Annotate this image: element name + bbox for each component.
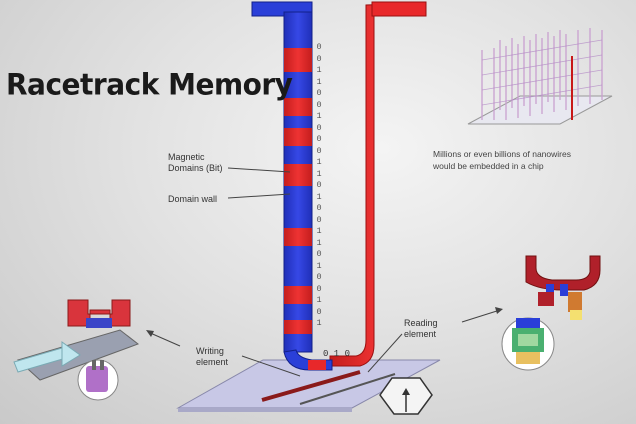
- reading-element-label-line1: Reading: [404, 318, 438, 328]
- slide-title: Racetrack Memory: [6, 67, 293, 102]
- bit-value: 1: [316, 318, 322, 328]
- bit-value: 0: [316, 145, 322, 156]
- bit-value: 1: [316, 260, 322, 271]
- magnetic-domains: [284, 48, 312, 334]
- bottom-domain: [308, 360, 326, 370]
- magnetic-domains-label: Magnetic Domains (Bit): [168, 152, 223, 174]
- nanowire-array: [467, 28, 613, 125]
- writing-element-label-line1: Writing: [196, 346, 224, 356]
- bit-value: 0: [316, 53, 322, 64]
- writing-element-leader: [241, 355, 301, 377]
- nanowire-caption: Millions or even billions of nanowires w…: [433, 148, 593, 172]
- writing-detail-pointer: [147, 331, 181, 347]
- bit-value: 0: [316, 272, 322, 282]
- bit-value: 0: [316, 122, 322, 133]
- base-platform-edge: [178, 408, 352, 412]
- writing-element-label: Writing element: [196, 346, 228, 368]
- bit-value: 1: [316, 65, 322, 75]
- magnetic-domains-leader: [227, 167, 291, 173]
- writing-wire: [261, 370, 361, 402]
- bit-value: 0: [316, 134, 322, 144]
- bit-value: 0: [316, 42, 322, 52]
- reading-detail-pointer-head: [495, 307, 503, 314]
- magnetic-domains-label-line1: Magnetic: [168, 152, 205, 162]
- bit-value: 0: [316, 249, 322, 259]
- reading-element-label-line2: element: [404, 329, 437, 339]
- bit-value: 1: [316, 191, 322, 202]
- bit-value: 0: [316, 283, 322, 294]
- nanowire-caption-line2: would be embedded in a chip: [433, 161, 544, 171]
- reading-detail-pointer: [461, 309, 501, 323]
- bit-value: 0: [316, 203, 322, 213]
- red-racetrack-top-arm: [371, 1, 427, 17]
- bit-value: 1: [316, 76, 322, 87]
- red-racetrack: [329, 2, 425, 367]
- domain-wall-leader: [227, 193, 291, 199]
- bit-value: 1: [316, 157, 322, 167]
- magnetic-domains-label-line2: Domains (Bit): [168, 163, 223, 173]
- nanowire-caption-line1: Millions or even billions of nanowires: [433, 149, 571, 159]
- bit-value: 0: [316, 306, 322, 317]
- bit-value: 1: [316, 111, 322, 121]
- bottom-bit-sequence: 0 1 0: [323, 349, 351, 359]
- writing-element-label-line2: element: [196, 357, 229, 367]
- bit-value: 1: [316, 295, 322, 305]
- bit-value: 0: [316, 214, 322, 225]
- writing-detail-pointer-head: [146, 330, 154, 337]
- bit-value: 1: [316, 237, 322, 248]
- domain-wall-label: Domain wall: [168, 194, 218, 204]
- bit-value: 1: [316, 226, 322, 236]
- reading-element-label: Reading element: [404, 318, 438, 340]
- bit-value: 0: [316, 180, 322, 190]
- bit-value: 1: [316, 168, 322, 179]
- reading-sensor-arrowhead: [402, 388, 410, 395]
- reading-element-leader: [367, 333, 403, 373]
- reading-wire: [299, 373, 396, 405]
- writing-element-detail: [13, 299, 140, 401]
- bit-value: 0: [316, 88, 322, 98]
- bit-value: 0: [316, 99, 322, 110]
- reading-element-detail: [501, 255, 601, 371]
